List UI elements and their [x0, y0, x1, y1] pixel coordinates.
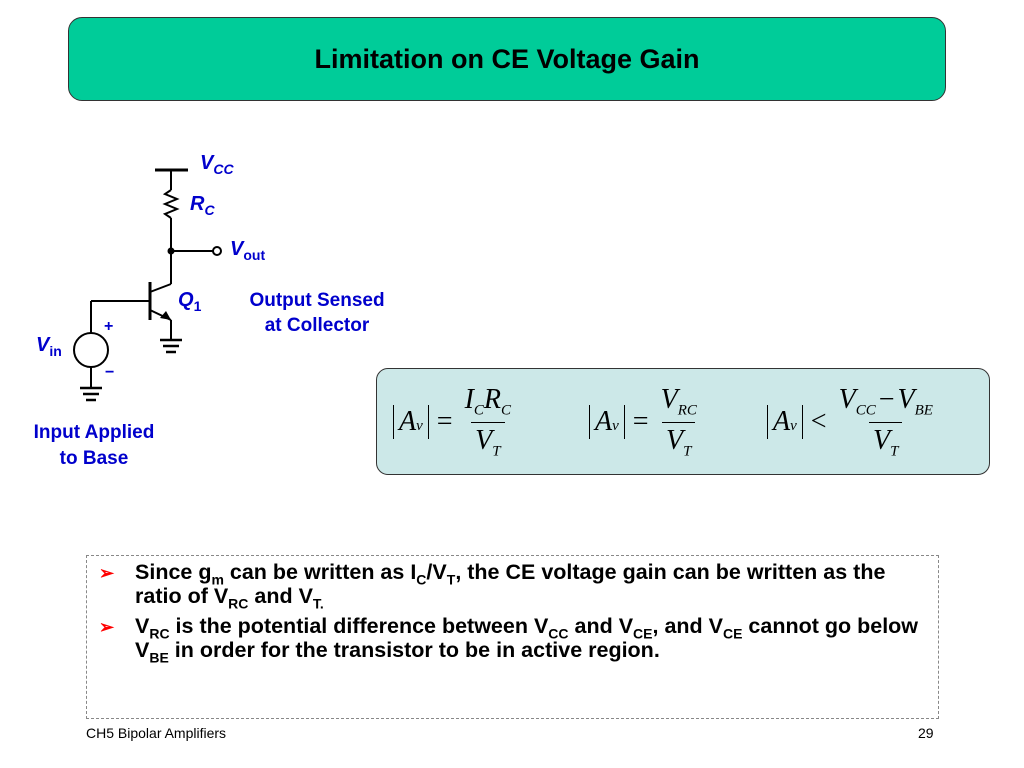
rc-resistor	[162, 189, 180, 219]
ce-amplifier-circuit	[73, 168, 222, 402]
footer-course-label: CH5 Bipolar Amplifiers	[86, 725, 227, 741]
collector-lead	[149, 283, 172, 293]
arrow-bullet-icon: ➢	[99, 563, 115, 583]
emitter-arrow	[160, 311, 171, 320]
output-caption: Output Sensed at Collector	[249, 290, 385, 336]
page-number: 29	[918, 725, 934, 741]
q1-label: Q1	[178, 289, 202, 314]
slide-title: Limitation on CE Voltage Gain	[314, 43, 700, 74]
input-caption: Input Applied to Base	[33, 422, 155, 469]
vin-label: Vin	[36, 334, 62, 359]
minus-sign: −	[105, 364, 115, 381]
output-terminal	[212, 246, 222, 256]
vout-label: Vout	[230, 238, 266, 263]
gain-fraction: ICRC VT	[464, 383, 512, 460]
plus-sign: +	[104, 318, 114, 335]
vcc-label: VCC	[200, 152, 234, 177]
output-node	[167, 247, 175, 255]
arrow-bullet-icon: ➢	[99, 617, 115, 637]
vin-source	[73, 332, 109, 368]
gain-fraction: VRC VT	[660, 383, 697, 460]
bullet-list: ➢ Since gm can be written as IC/VT, the …	[86, 555, 939, 719]
rc-label: RC	[190, 193, 215, 218]
title-bar: Limitation on CE Voltage Gain	[68, 17, 946, 101]
bullet-text: Since gm can be written as IC/VT, the CE…	[135, 560, 886, 612]
gain-fraction: VCC−VBE VT	[838, 383, 933, 460]
bullet-item: ➢ Since gm can be written as IC/VT, the …	[99, 560, 928, 612]
bullet-text: VRC is the potential difference between …	[135, 614, 919, 666]
bullet-item: ➢ VRC is the potential difference betwee…	[99, 614, 928, 666]
